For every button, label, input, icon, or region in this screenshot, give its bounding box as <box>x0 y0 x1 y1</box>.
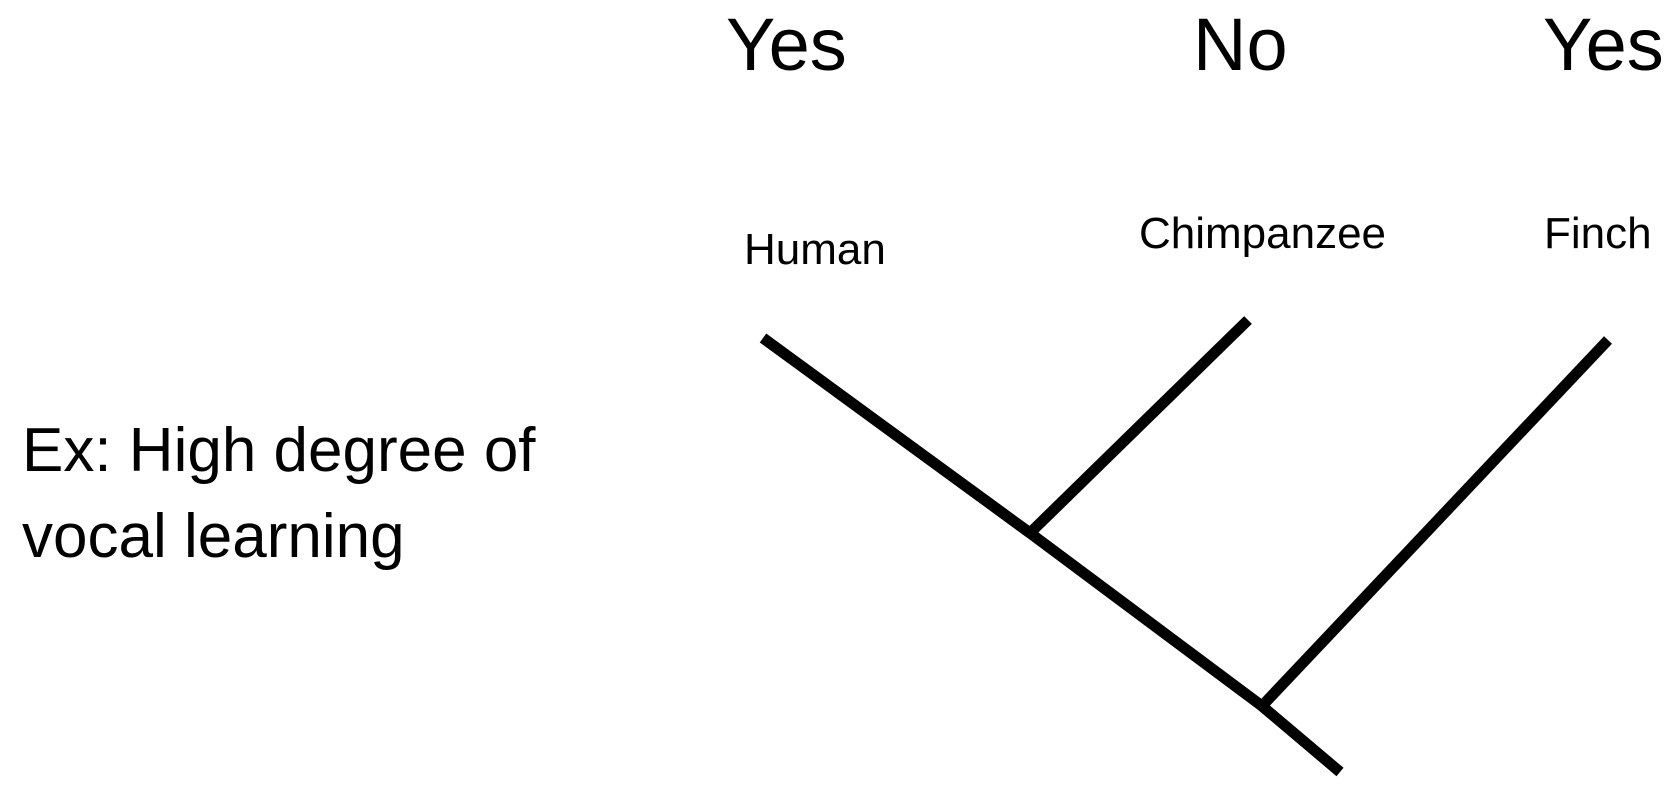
trait-answer-human: Yes <box>726 3 847 86</box>
chimpanzee-branch <box>1026 316 1252 537</box>
taxon-label-human: Human <box>744 225 886 274</box>
root-branch <box>1258 701 1344 777</box>
finch-branch <box>1258 336 1612 710</box>
caption-line-1: Ex: High degree of <box>22 416 536 485</box>
example-caption: Ex: High degree of vocal learning <box>22 408 622 579</box>
taxon-label-chimpanzee: Chimpanzee <box>1139 209 1387 258</box>
internal-branch <box>1026 528 1266 711</box>
trait-answer-finch: Yes <box>1543 3 1664 86</box>
human-branch <box>759 333 1034 538</box>
taxon-label-finch: Finch <box>1544 209 1652 258</box>
trait-answer-chimpanzee: No <box>1193 3 1288 86</box>
caption-line-2: vocal learning <box>22 501 405 571</box>
